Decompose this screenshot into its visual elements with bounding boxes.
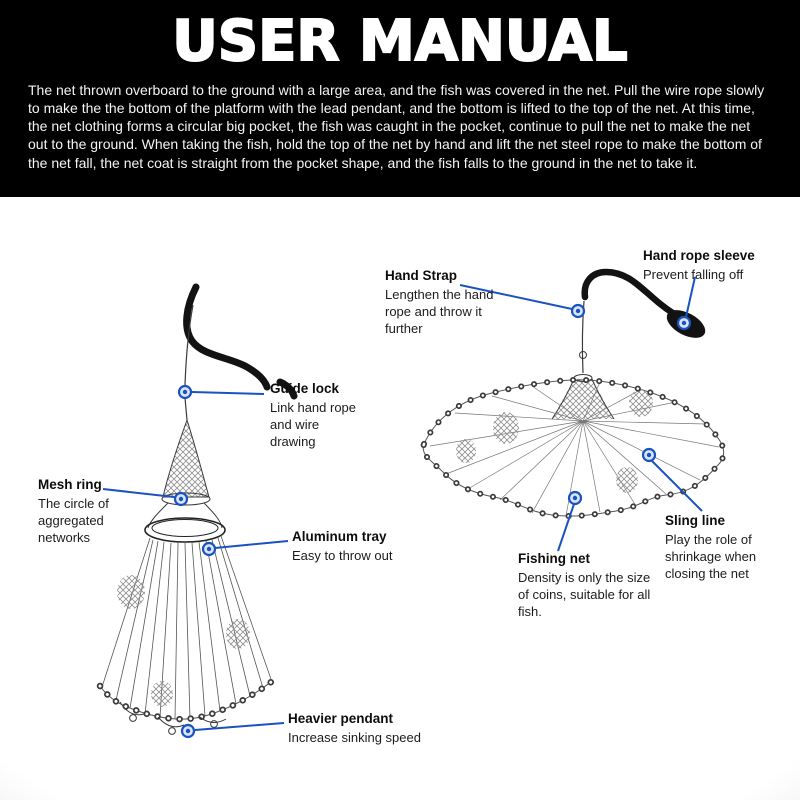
pendant-bead [168, 727, 176, 735]
cone-flare [147, 502, 223, 529]
pendant-bead [129, 714, 137, 722]
closed-net-illustration [96, 283, 298, 735]
callout-hand-strap: Hand Strap Lengthen the hand rope and th… [385, 268, 503, 337]
callout-desc: Prevent falling off [643, 267, 744, 282]
heavier-pendant-connector [194, 722, 285, 731]
callout-sling-line: Sling line Play the role of shrinkage wh… [665, 513, 775, 582]
callout-title: Heavier pendant [288, 711, 394, 726]
mesh-patch [117, 575, 145, 609]
intro-paragraph: The net thrown overboard to the ground w… [28, 81, 765, 171]
callout-title: Hand rope sleeve [643, 248, 755, 263]
callout-title: Fishing net [518, 551, 590, 566]
callout-guide-lock: Guide lock Link hand rope and wire drawi… [270, 381, 362, 450]
hand-rope-sleeve-connector [685, 276, 696, 318]
heavier-pendant-marker-icon [180, 723, 196, 739]
callout-connectors [102, 276, 703, 731]
hand-rope-sleeve-marker-icon [676, 315, 692, 331]
page-title: USER MANUAL [171, 9, 628, 74]
mesh-patch [456, 439, 476, 463]
callout-title: Aluminum tray [292, 529, 387, 544]
bottom-beads [96, 677, 277, 723]
wire-line [184, 304, 194, 386]
net-skirt-lines [101, 535, 273, 720]
mesh-patch [629, 389, 653, 417]
chain-loops [119, 701, 227, 728]
hand-strap-connector [459, 284, 573, 310]
tray-outer [144, 517, 226, 543]
callout-desc: Density is only the size of coins, suita… [518, 570, 651, 620]
sling-line-marker-icon [641, 447, 657, 463]
mesh-patch [493, 412, 519, 444]
rope-curve [183, 283, 271, 391]
rope-dash [276, 378, 298, 400]
aluminum-tray-marker-icon [201, 541, 217, 557]
rim-beads-holes [421, 378, 725, 518]
rope-curve-open [581, 268, 685, 322]
open-net-illustration [420, 268, 727, 520]
callout-title: Guide lock [270, 381, 340, 396]
wire-line-lower [184, 397, 188, 421]
hand-strap-marker-icon [570, 303, 586, 319]
net-cone [162, 418, 210, 498]
bottom-beads-holes [98, 679, 275, 721]
mesh-patch [616, 467, 638, 493]
callout-title: Sling line [665, 513, 726, 528]
callout-desc: Link hand rope and wire drawing [270, 400, 357, 450]
callout-fishing-net: Fishing net Density is only the size of … [518, 551, 653, 620]
wire-bead [579, 351, 587, 359]
diagram-canvas [96, 268, 727, 739]
callout-markers [173, 303, 692, 739]
callout-desc: Easy to throw out [292, 548, 393, 563]
callout-desc: The circle of aggregated networks [38, 496, 109, 546]
callout-desc: Increase sinking speed [288, 730, 421, 745]
callout-desc: Lengthen the hand rope and throw it furt… [385, 287, 494, 337]
guide-lock-connector [191, 391, 265, 395]
callout-desc: Play the role of shrinkage when closing … [665, 532, 757, 582]
callout-hand-rope-sleeve: Hand rope sleeve Prevent falling off [643, 248, 793, 283]
mesh-patch [226, 619, 250, 649]
tray-inner [151, 519, 219, 537]
pendant-bead [210, 720, 218, 728]
fishing-net-marker-icon [567, 490, 583, 506]
callout-aluminum-tray: Aluminum tray Easy to throw out [292, 529, 432, 564]
bottom-rim [99, 680, 274, 720]
aluminum-tray-connector [214, 540, 289, 549]
fishing-net-connector [557, 503, 575, 552]
callout-title: Mesh ring [38, 477, 102, 492]
header-banner: USER MANUAL The net thrown overboard to … [0, 0, 800, 197]
mesh-ring-marker-icon [173, 491, 189, 507]
guide-lock-marker-icon [177, 384, 193, 400]
hub-hatch [552, 379, 614, 419]
mesh-patch [151, 681, 173, 707]
mesh-ring-connector [102, 488, 175, 498]
callout-mesh-ring: Mesh ring The circle of aggregated netwo… [38, 477, 130, 546]
callout-title: Hand Strap [385, 268, 458, 283]
callout-heavier-pendant: Heavier pendant Increase sinking speed [288, 711, 458, 746]
mesh-ring-shape [161, 492, 211, 506]
sling-line-connector [650, 459, 703, 512]
